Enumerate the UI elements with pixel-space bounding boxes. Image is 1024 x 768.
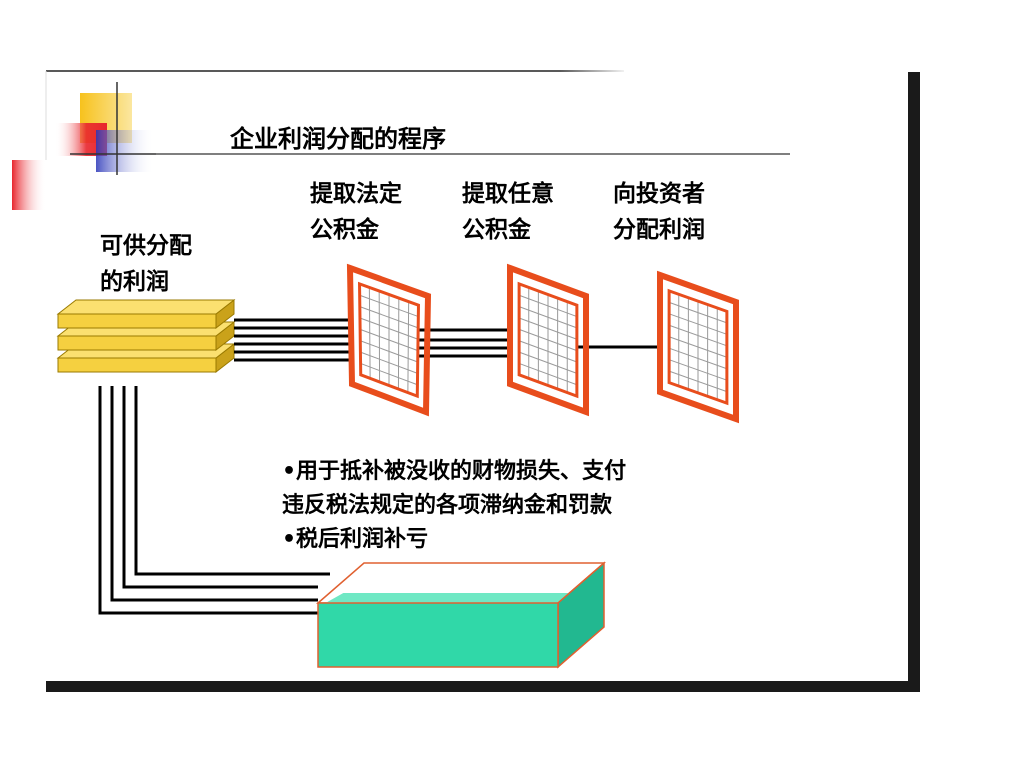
grid-line [668, 359, 728, 381]
grid-line [360, 351, 418, 374]
slab-front [57, 313, 217, 329]
grid-line [359, 317, 419, 340]
grid-frame [657, 270, 739, 424]
connector-lines [98, 318, 660, 615]
stage-label-line2: 分配利润 [613, 217, 705, 243]
page-title: 企业利润分配的程序 [230, 125, 446, 153]
grid-line [518, 317, 578, 340]
slab-front [57, 357, 217, 373]
stage-label-investor-distribution: 向投资者 分配利润 [613, 176, 705, 248]
connector-elbow [122, 386, 318, 589]
stage-label-line2: 公积金 [462, 217, 531, 243]
note-line: 违反税法规定的各项滞纳金和罚款 [282, 493, 613, 518]
stage-label-line1: 向投资者 [613, 181, 705, 207]
connector-elbow [134, 386, 330, 576]
stage-label-line1: 提取任意 [462, 181, 554, 207]
note-line: •用于抵补被没收的财物损失、支付 [282, 459, 627, 484]
connector-elbow [110, 386, 318, 602]
grid-frame [346, 263, 432, 417]
note-text: •用于抵补被没收的财物损失、支付 违反税法规定的各项滞纳金和罚款 •税后利润补亏 [282, 455, 626, 557]
stage-label-line1: 提取法定 [310, 181, 402, 207]
stage-label-line2: 公积金 [310, 217, 379, 243]
profit-stack [56, 298, 236, 374]
panel-top-fade [560, 66, 630, 76]
source-label-line1: 可供分配 [100, 233, 192, 259]
grid-frames [346, 263, 739, 424]
deco-red-left [12, 160, 46, 210]
grid-line [518, 306, 578, 329]
connector-elbow [98, 386, 318, 615]
frame-border [346, 263, 432, 417]
grid-line [668, 336, 728, 358]
note-line: •税后利润补亏 [282, 527, 429, 552]
grid-line [359, 328, 419, 352]
deco-blue-square [96, 130, 154, 172]
source-label: 可供分配 的利润 [100, 228, 192, 300]
grid-line [518, 362, 578, 386]
grid-line [668, 324, 728, 347]
frame-inner-border [517, 281, 579, 399]
grid-line [668, 313, 728, 335]
grid-line [359, 294, 419, 318]
frame-inner-border [357, 281, 420, 399]
box-content-top [322, 593, 598, 605]
slab-front [57, 335, 217, 351]
stage-label-statutory-reserve: 提取法定 公积金 [310, 176, 402, 248]
frame-border [657, 270, 739, 424]
grid-line [360, 340, 418, 363]
decorative-squares [12, 82, 156, 210]
frame-border [507, 263, 589, 417]
grid-line [518, 340, 578, 363]
grid-frame [507, 263, 589, 417]
stage-label-discretionary-reserve: 提取任意 公积金 [462, 176, 554, 248]
grid-line [518, 294, 578, 318]
grid-line [668, 301, 728, 324]
grid-line [518, 351, 578, 374]
slide-frame [45, 66, 920, 692]
reserve-box [315, 561, 607, 669]
grid-line [360, 362, 418, 386]
grid-line [359, 306, 419, 329]
grid-line [518, 328, 578, 352]
grid-line [668, 370, 728, 393]
source-label-line2: 的利润 [100, 269, 169, 295]
grid-line [668, 347, 728, 370]
frame-inner-border [667, 288, 729, 406]
box-front-face [317, 602, 559, 668]
slab-top [56, 299, 236, 315]
panel-shadow-bottom [46, 681, 920, 692]
panel-shadow-right [908, 72, 920, 692]
